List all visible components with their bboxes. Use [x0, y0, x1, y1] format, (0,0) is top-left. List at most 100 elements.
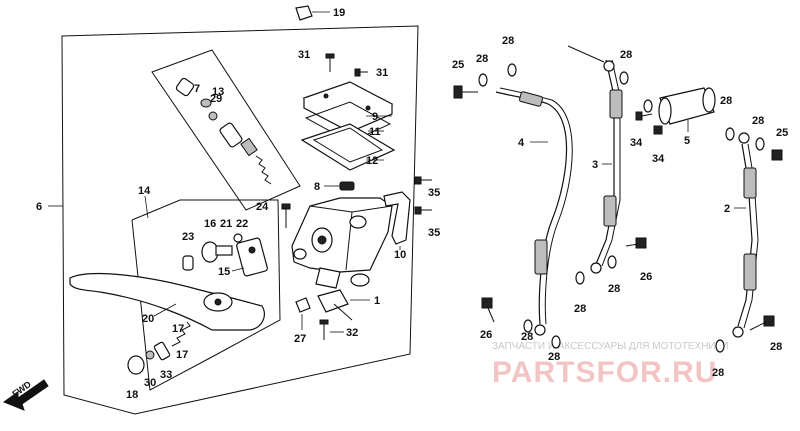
callout-13: 13 [212, 86, 224, 98]
piston-kit-frame-13 [151, 49, 301, 211]
bolt-24-head [281, 203, 291, 210]
hose-3-pointer [567, 45, 605, 63]
callout-34b: 34 [652, 153, 665, 165]
joint-left-end [658, 97, 672, 125]
callout-23: 23 [182, 231, 194, 243]
joint-seal [643, 99, 653, 113]
leader-14 [144, 195, 149, 219]
callout-9: 9 [372, 111, 378, 123]
callout-29: 29 [210, 93, 222, 105]
callout-28f: 28 [574, 303, 586, 315]
callout-28g: 28 [608, 283, 620, 295]
pivot-washer [145, 350, 155, 360]
callout-24: 24 [256, 201, 269, 213]
dust-cap-23 [182, 255, 194, 271]
reservoir-port [349, 215, 367, 229]
callout-8: 8 [314, 181, 320, 193]
bracket-hole [248, 246, 256, 254]
callout-14: 14 [138, 185, 151, 197]
callout-20: 20 [142, 313, 154, 325]
lever-pivot-hole [214, 298, 222, 306]
leader-15 [231, 267, 245, 272]
detent-ball [233, 233, 243, 243]
master-cylinder-body [291, 197, 393, 273]
callout-35a: 35 [428, 187, 440, 199]
washer-28-f [575, 271, 585, 285]
banjo-bolt-25-head [453, 85, 463, 99]
cylinder-bore-inner [317, 235, 327, 245]
switch-wire [333, 303, 353, 321]
part-8-connector [339, 181, 355, 191]
bolt-19 [295, 5, 313, 21]
callout-26b: 26 [640, 271, 652, 283]
piston [219, 122, 243, 148]
callout-15: 15 [218, 266, 230, 278]
callout-33: 33 [160, 369, 172, 381]
cap-screw-hole-right [365, 105, 371, 111]
brake-light-switch [317, 289, 349, 313]
washer-28-i [725, 127, 735, 141]
lever-frame-14 [131, 199, 281, 391]
cap-screw-hole-left [323, 93, 329, 99]
callout-6: 6 [36, 201, 42, 213]
callout-11: 11 [369, 126, 381, 138]
callout-28b: 28 [502, 35, 514, 47]
callout-28c: 28 [521, 331, 533, 343]
part-27 [295, 297, 311, 313]
washer-28-b [507, 63, 517, 77]
callout-28a: 28 [476, 53, 488, 65]
callout-3: 3 [592, 159, 598, 171]
banjo-bolt-25-b-head [771, 149, 783, 161]
callout-16: 16 [204, 218, 216, 230]
callout-10: 10 [394, 249, 406, 261]
banjo-bolt-26-a-head [481, 297, 493, 309]
forward-arrow-icon: FWD [2, 379, 49, 411]
handlebar-clamp [383, 191, 411, 245]
callout-12: 12 [366, 155, 378, 167]
hose-4-lower-sleeve [534, 239, 548, 275]
assembly-frame-6 [61, 25, 419, 415]
callout-28k: 28 [770, 341, 782, 353]
callout-1: 1 [374, 295, 380, 307]
hose-2-upper-sleeve [743, 167, 757, 199]
banjo-bolt-26-b-head [635, 237, 647, 249]
callout-34a: 34 [630, 137, 643, 149]
joint-bolt-34-b-head [653, 125, 663, 135]
washer-28-j [755, 137, 765, 151]
hose-3-upper-banjo [603, 60, 615, 72]
piston-cup [175, 77, 195, 97]
washer-28-k [715, 339, 725, 353]
callout-35b: 35 [428, 227, 440, 239]
callout-26a: 26 [480, 329, 492, 341]
banjo-bolt-26-c-head [763, 315, 775, 327]
callout-28h: 28 [720, 95, 732, 107]
hose-4-upper-sleeve [519, 91, 543, 107]
banjo-bolt-26-a-shaft [487, 307, 495, 323]
hose-3-lower-banjo [590, 262, 602, 274]
brake-hose-3-outline [601, 59, 621, 267]
washer-28-a [478, 73, 488, 87]
adjuster-shaft [215, 245, 233, 256]
callout-4: 4 [518, 137, 525, 149]
callout-17b: 17 [172, 323, 184, 335]
clamp-lower [315, 267, 341, 289]
callout-25: 25 [452, 59, 464, 71]
callout-2: 2 [724, 203, 730, 215]
washer-28-g [607, 255, 617, 269]
piston-spring [255, 155, 272, 185]
callout-5: 5 [684, 135, 690, 147]
piston-seal [240, 137, 258, 157]
pivot-bolt-head [127, 355, 145, 375]
joint-right-end [702, 87, 716, 113]
diaphragm-inner [312, 127, 384, 163]
washer-28-e [619, 71, 629, 85]
hose-3-lower-sleeve [603, 195, 617, 227]
hose-2-upper-banjo [738, 132, 750, 144]
callout-7: 7 [194, 83, 200, 95]
brake-lever [69, 272, 265, 331]
callout-18: 18 [126, 389, 138, 401]
callout-30: 30 [144, 377, 156, 389]
circlip [208, 111, 218, 121]
